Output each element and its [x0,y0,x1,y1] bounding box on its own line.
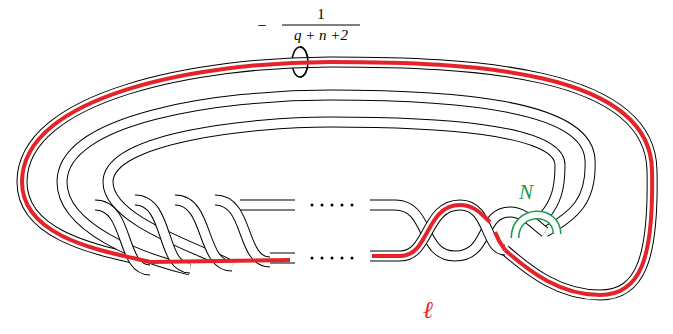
red-curve [22,62,652,295]
green-arc [515,215,557,238]
band [22,62,652,295]
fraction-numerator: 1 [317,7,325,22]
dots [311,204,354,260]
curve-label: ℓ [423,298,433,322]
minus-sign: − [257,18,266,34]
fraction-denominator: q + n +2 [294,28,348,43]
curve-label: N [519,182,533,203]
fraction-rule [282,25,360,26]
green-arc-edge [515,215,557,238]
